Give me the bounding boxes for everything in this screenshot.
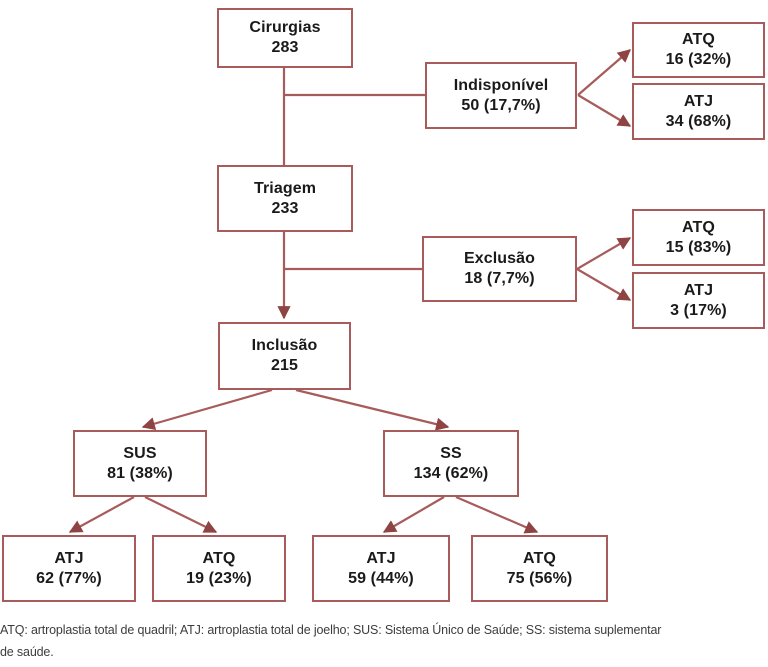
node-sus-label: SUS [123,444,157,462]
node-triagem-value: 233 [271,199,299,217]
node-ss-atj[interactable]: ATJ 59 (44%) [312,535,450,602]
node-cirurgias-value: 283 [271,39,299,56]
node-triagem-label: Triagem [253,179,317,197]
node-inclusao-label: Inclusão [251,337,318,355]
node-indisponivel-value: 50 (17,7%) [461,96,541,114]
node-sus-atj[interactable]: ATJ 62 (77%) [2,535,136,602]
node-cirurgias[interactable]: Cirurgias 283 [217,8,353,68]
node-exclusao-atq[interactable]: ATQ 15 (83%) [632,209,765,266]
edge-exclusao-atj [576,268,632,301]
edge-indisponivel-atq [577,49,631,96]
node-exclusao-label: Exclusão [463,250,536,268]
caption-line-2: de saúde. [0,644,54,659]
node-inclusao[interactable]: Inclusão 215 [218,322,351,390]
node-ss-atj-label: ATJ [366,549,396,567]
node-sus-atj-value: 62 (77%) [36,569,102,587]
node-indisponivel-atj-label: ATJ [683,92,714,110]
node-sus-atj-label: ATJ [54,549,84,567]
flowchart-diagram: Cirurgias 283 Indisponível 50 (17,7%) AT… [2,8,765,602]
node-sus[interactable]: SUS 81 (38%) [73,430,207,497]
node-indisponivel-atq[interactable]: ATQ 16 (32%) [632,22,765,78]
edge-indisponivel-atj [577,94,632,127]
node-ss[interactable]: SS 134 (62%) [383,430,519,497]
node-triagem[interactable]: Triagem 233 [217,165,353,232]
node-exclusao-atq-label: ATQ [682,218,715,236]
edge-sus-atq [144,496,218,533]
node-sus-value: 81 (38%) [107,464,173,482]
node-sus-atq[interactable]: ATQ 19 (23%) [152,535,286,602]
node-exclusao-atj[interactable]: ATJ 3 (17%) [632,272,765,329]
edge-ss-atj [382,496,445,533]
node-exclusao-atj-value: 3 (17%) [670,301,727,319]
node-indisponivel-atq-label: ATQ [682,31,715,49]
node-cirurgias-label: Cirurgias [249,19,321,37]
node-ss-atq-value: 75 (56%) [506,569,573,587]
caption-line-1: ATQ: artroplastia total de quadril; ATJ:… [0,623,662,637]
node-ss-atj-value: 59 (44%) [348,569,414,587]
node-ss-atq-label: ATQ [523,549,556,567]
node-ss-label: SS [440,444,462,462]
edge-sus-atj [68,496,135,533]
node-indisponivel-atj-value: 34 (68%) [665,112,732,130]
node-indisponivel-atj[interactable]: ATJ 34 (68%) [632,83,765,140]
node-ss-atq[interactable]: ATQ 75 (56%) [471,535,608,602]
edge-inclusao-ss [295,388,450,431]
edge-inclusao-sus [141,388,273,431]
node-exclusao[interactable]: Exclusão 18 (7,7%) [422,236,577,302]
node-exclusao-atj-label: ATJ [683,281,714,299]
edge-exclusao-atq [576,237,632,270]
figure-caption: ATQ: artroplastia total de quadril; ATJ:… [0,620,768,664]
node-exclusao-value: 18 (7,7%) [464,270,535,287]
node-sus-atq-value: 19 (23%) [186,569,252,587]
node-inclusao-value: 215 [271,357,298,374]
node-indisponivel-label: Indisponível [453,76,549,94]
edge-ss-atq [455,495,539,534]
node-indisponivel-atq-value: 16 (32%) [665,51,732,68]
node-sus-atq-label: ATQ [202,549,236,567]
node-ss-value: 134 (62%) [413,464,489,482]
node-exclusao-atq-value: 15 (83%) [665,238,732,256]
node-indisponivel[interactable]: Indisponível 50 (17,7%) [425,62,577,129]
